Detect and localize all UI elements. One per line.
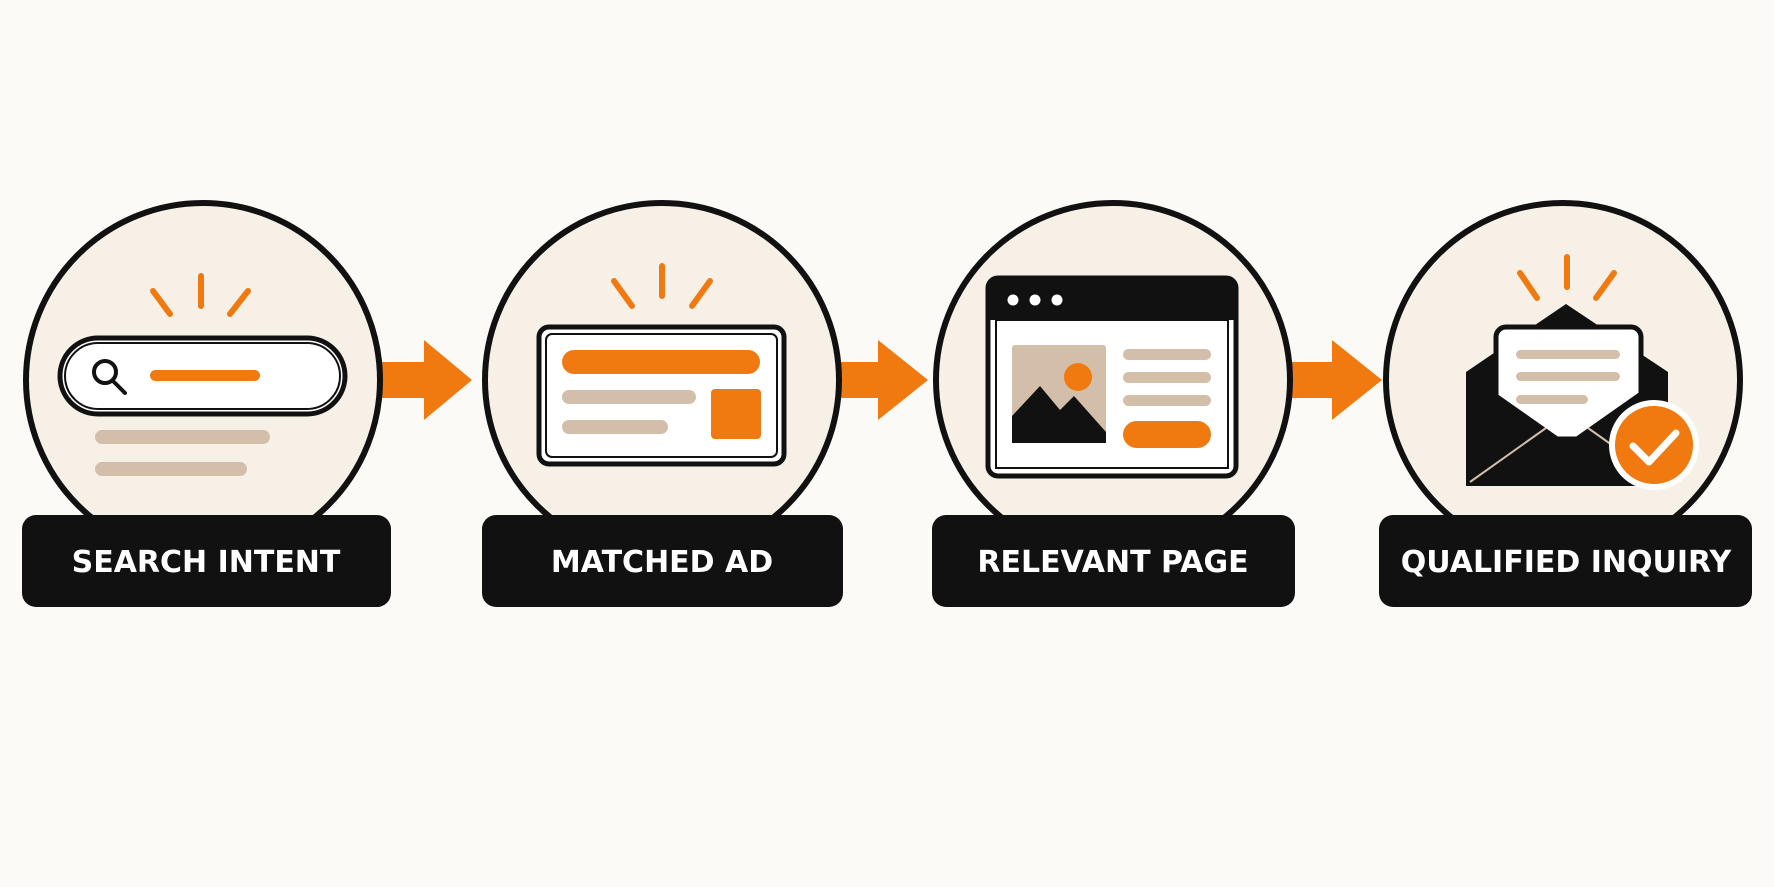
checkmark-badge-icon	[1609, 400, 1699, 490]
step-matched-ad: MATCHED AD	[482, 200, 843, 607]
window-dots	[1007, 294, 1063, 306]
spark-icon	[150, 273, 251, 317]
step-label: QUALIFIED INQUIRY	[1379, 515, 1752, 607]
step-qualified-inquiry: QUALIFIED INQUIRY	[1379, 200, 1752, 607]
spark-icon	[1517, 254, 1617, 301]
step-search-intent: SEARCH INTENT	[22, 200, 391, 607]
arrow-right-icon	[834, 340, 928, 420]
step-label: MATCHED AD	[482, 515, 843, 607]
image-placeholder-icon	[1012, 345, 1106, 443]
step-label: SEARCH INTENT	[22, 515, 391, 607]
step-relevant-page: RELEVANT PAGE	[932, 200, 1295, 607]
arrow-right-icon	[380, 340, 472, 420]
step-label: RELEVANT PAGE	[932, 515, 1295, 607]
step-label-text: RELEVANT PAGE	[977, 545, 1248, 580]
step-label-text: SEARCH INTENT	[72, 545, 341, 580]
search-bar-icon	[57, 273, 348, 476]
web-page-icon	[985, 275, 1239, 479]
magnifier-icon	[92, 359, 127, 395]
step-label-text: QUALIFIED INQUIRY	[1401, 545, 1733, 580]
spark-icon	[611, 263, 713, 309]
ad-card-icon	[536, 263, 787, 467]
envelope-check-icon	[1466, 254, 1699, 490]
step-label-text: MATCHED AD	[551, 545, 773, 580]
arrow-right-icon	[1286, 340, 1382, 420]
